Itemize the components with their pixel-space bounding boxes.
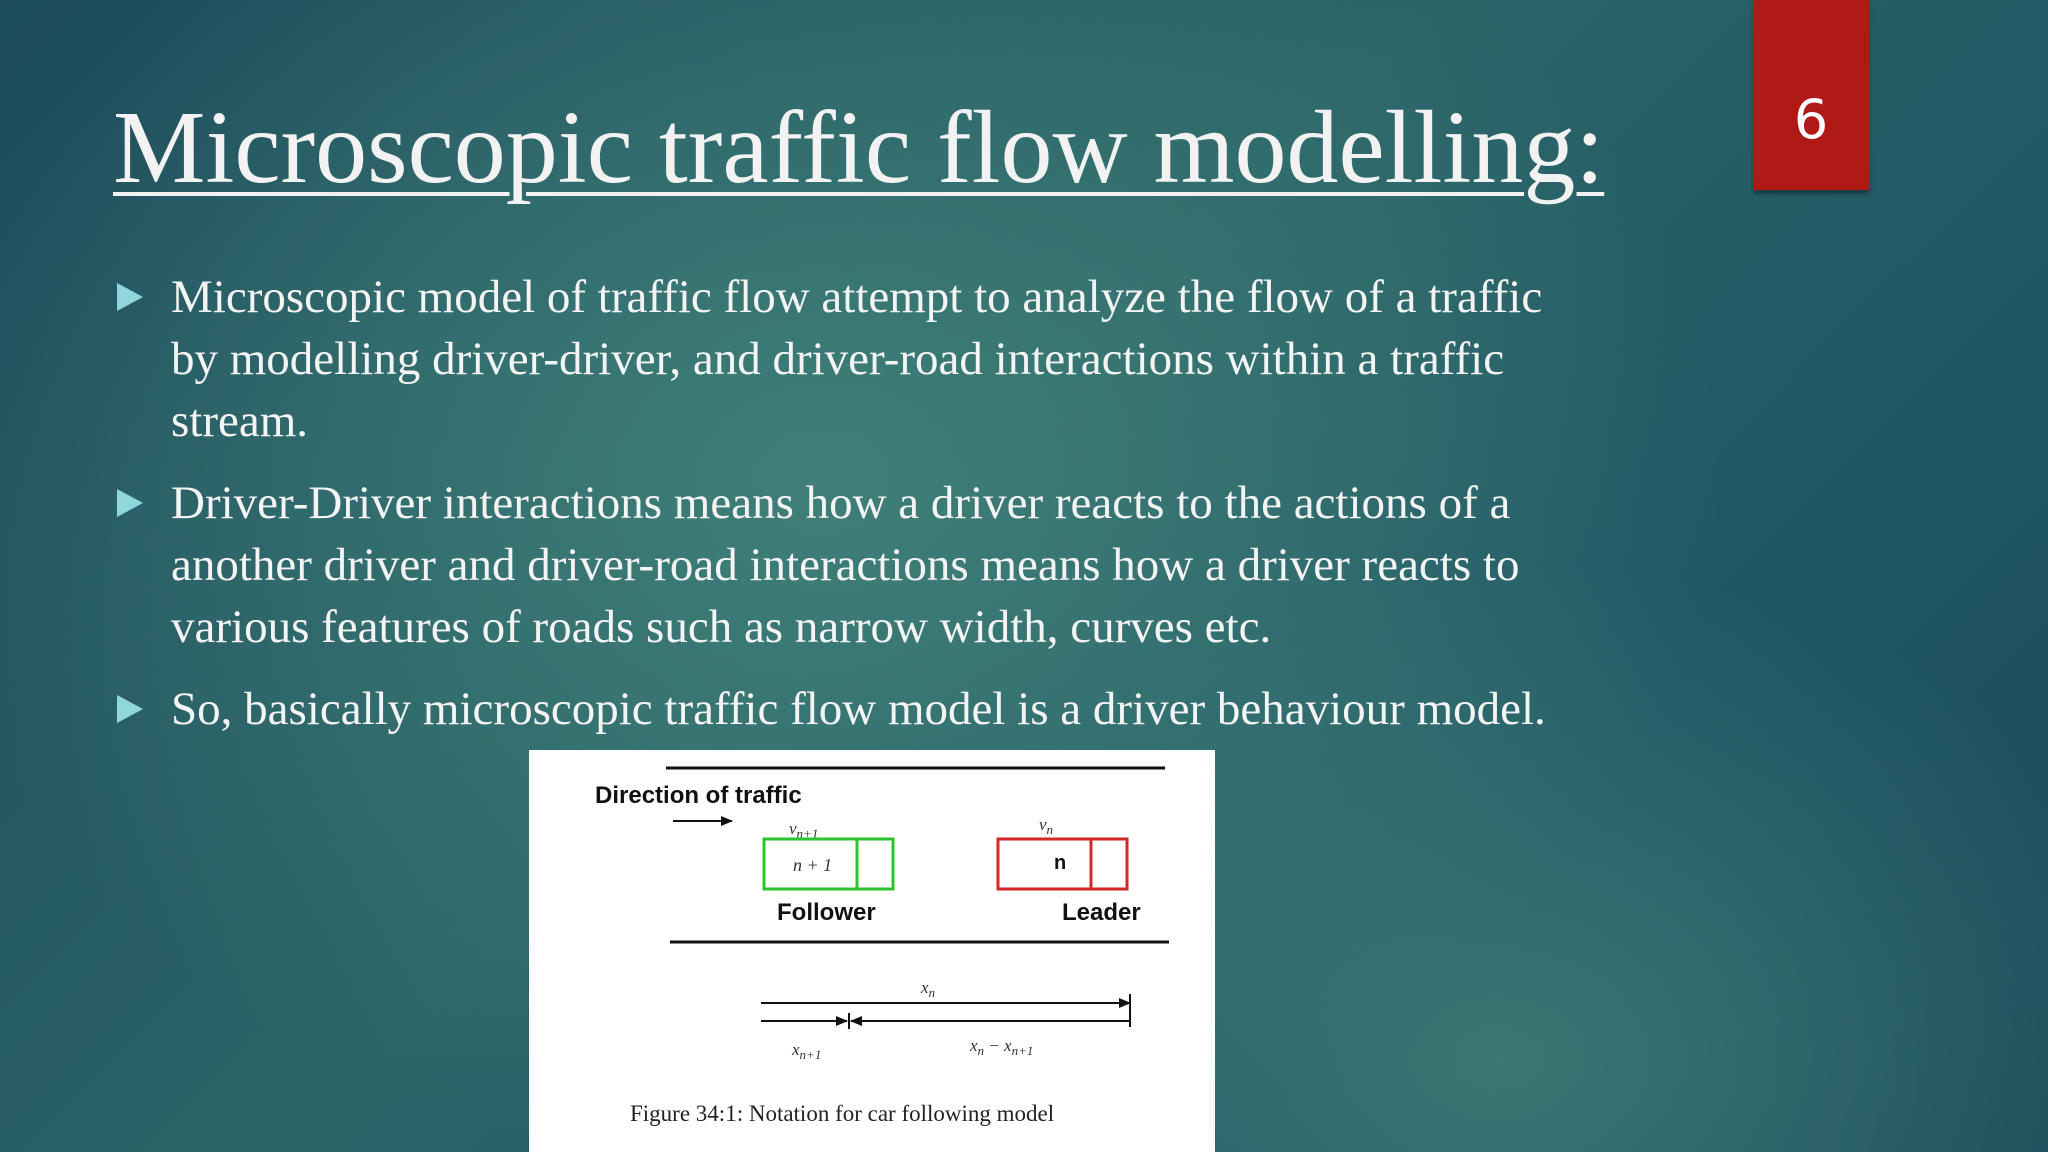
bullet-list: Microscopic model of traffic flow attemp… (113, 266, 1573, 760)
page-number-badge: 6 (1753, 0, 1869, 190)
bullet-text: Microscopic model of traffic flow attemp… (171, 271, 1543, 447)
follower-velocity-label: vn+1 (789, 819, 818, 841)
follower-car-box (762, 837, 895, 891)
gap-label: xn − xn+1 (969, 1036, 1033, 1058)
bullet-item: Driver-Driver interactions means how a d… (113, 472, 1573, 658)
triangle-bullet-icon (117, 489, 143, 517)
leader-label: Leader (1062, 899, 1141, 926)
car-following-diagram: Direction of traffic vn+1 n + 1 Follower… (595, 766, 1169, 1126)
bullet-item: So, basically microscopic traffic flow m… (113, 678, 1573, 740)
follower-box-label: n + 1 (793, 855, 832, 875)
xn1-label: xn+1 (791, 1040, 821, 1062)
page-number: 6 (1793, 88, 1829, 151)
direction-label: Direction of traffic (595, 782, 802, 809)
figure-caption: Figure 34:1: Notation for car following … (630, 1101, 1054, 1126)
leader-velocity-label: vn (1039, 815, 1053, 837)
follower-label: Follower (777, 899, 876, 926)
car-following-figure: Direction of traffic vn+1 n + 1 Follower… (529, 750, 1215, 1152)
leader-car-box (996, 837, 1129, 891)
slide-title: Microscopic traffic flow modelling: (113, 90, 1605, 205)
bullet-text: Driver-Driver interactions means how a d… (171, 477, 1520, 653)
triangle-bullet-icon (117, 695, 143, 723)
xn-label: xn (920, 978, 935, 1000)
bullet-text: So, basically microscopic traffic flow m… (171, 683, 1546, 735)
triangle-bullet-icon (117, 283, 143, 311)
leader-box-label: n (1054, 852, 1066, 874)
bullet-item: Microscopic model of traffic flow attemp… (113, 266, 1573, 452)
